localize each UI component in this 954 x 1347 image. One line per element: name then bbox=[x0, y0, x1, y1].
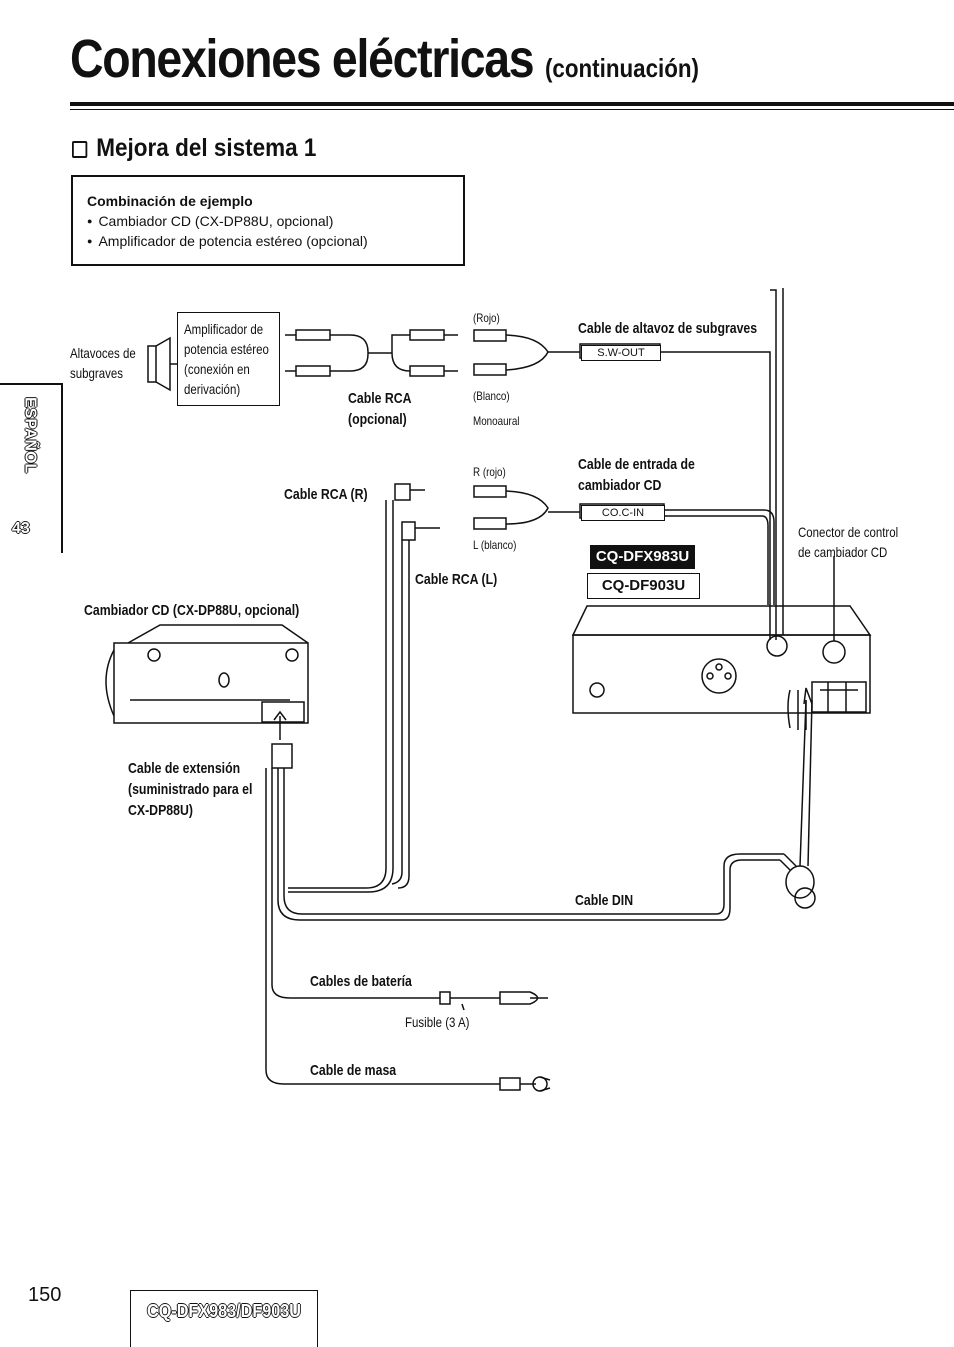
cd-changer bbox=[105, 624, 309, 740]
battery-cables-label: Cables de batería bbox=[310, 973, 412, 990]
subwoofer-speaker-icon bbox=[147, 336, 177, 392]
example-list: Cambiador CD (CX-DP88U, opcional) Amplif… bbox=[87, 211, 368, 251]
checkbox-icon bbox=[72, 140, 88, 158]
white-l-label: L (blanco) bbox=[473, 538, 517, 552]
battery-cable bbox=[271, 768, 548, 1011]
rca-cable-optional bbox=[285, 329, 458, 377]
example-heading: Combinación de ejemplo bbox=[87, 193, 253, 209]
section-heading: Mejora del sistema 1 bbox=[72, 134, 316, 163]
mono-label: Monoaural bbox=[473, 414, 520, 428]
extension-and-din-cables bbox=[271, 687, 816, 921]
example-item: Cambiador CD (CX-DP88U, opcional) bbox=[87, 211, 368, 231]
page-title: Conexiones eléctricas (continuación) bbox=[70, 28, 699, 90]
title-rule bbox=[70, 102, 954, 106]
rca-r-label: Cable RCA (R) bbox=[284, 486, 368, 503]
example-box: Combinación de ejemplo Cambiador CD (CX-… bbox=[71, 175, 465, 266]
language-tab: ESPAÑOL 43 bbox=[0, 383, 63, 553]
title-rule-thin bbox=[70, 109, 954, 110]
amplifier-box: Amplificador de potencia estéreo (conexi… bbox=[177, 312, 280, 406]
rca-l-label: Cable RCA (L) bbox=[415, 571, 498, 588]
red-r-label: R (rojo) bbox=[473, 465, 506, 479]
white-label: (Blanco) bbox=[473, 389, 510, 403]
title-subtitle: (continuación) bbox=[544, 53, 699, 83]
section-title: Mejora del sistema 1 bbox=[96, 134, 317, 162]
footer-model: CQ-DFX983/DF903U bbox=[147, 1301, 301, 1321]
head-unit bbox=[571, 556, 872, 730]
language-label: ESPAÑOL bbox=[21, 397, 39, 474]
din-cable-label: Cable DIN bbox=[575, 892, 634, 909]
co-c-in-tag: CO.C-IN bbox=[581, 505, 665, 521]
red-label: (Rojo) bbox=[473, 311, 500, 325]
footer-model-box: CQ-DFX983/DF903U bbox=[130, 1290, 318, 1347]
fuse-label: Fusible (3 A) bbox=[405, 1014, 470, 1030]
ground-cable-label: Cable de masa bbox=[310, 1062, 397, 1079]
ground-cable bbox=[265, 768, 551, 1092]
subwoofer-cable-label: Cable de altavoz de subgraves bbox=[578, 320, 758, 337]
sw-out-tag: S.W-OUT bbox=[581, 345, 661, 361]
model-cq-dfx983u: CQ-DFX983U bbox=[590, 545, 695, 569]
rca-cable-optional-label: Cable RCA(opcional) bbox=[348, 390, 412, 428]
cd-changer-label: Cambiador CD (CX-DP88U, opcional) bbox=[84, 602, 300, 619]
example-item: Amplificador de potencia estéreo (opcion… bbox=[87, 231, 367, 251]
rca-r-l-cables bbox=[288, 483, 440, 893]
page-number: 150 bbox=[28, 1284, 62, 1306]
model-cq-df903u: CQ-DF903U bbox=[587, 573, 700, 599]
section-page-number: 43 bbox=[12, 520, 30, 537]
title-main: Conexiones eléctricas bbox=[70, 29, 535, 89]
